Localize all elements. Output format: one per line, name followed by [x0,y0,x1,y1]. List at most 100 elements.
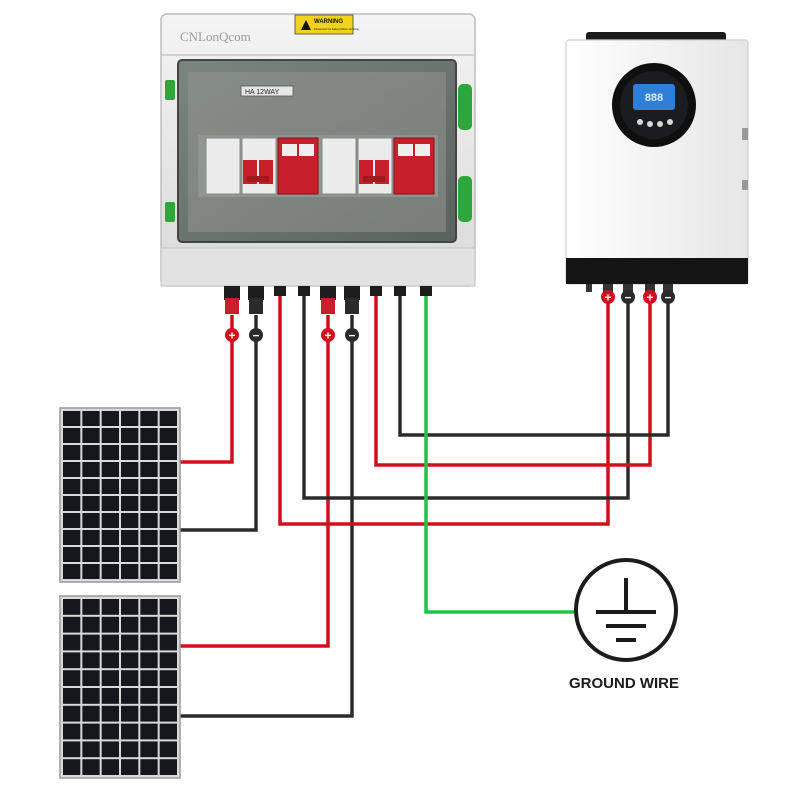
solar-cell [121,479,139,494]
solar-cell [101,616,119,633]
solar-cell [63,759,81,775]
wire-output-negative-2 [398,292,670,437]
solar-cell [101,496,119,511]
combiner-polarity-markers: + − + − [225,328,359,343]
inverter-button-3[interactable] [657,121,663,127]
solar-cell [101,723,119,740]
solar-cell [159,652,177,669]
lcd-screen [633,84,675,110]
solar-cell [121,759,139,775]
combiner-box: CNLonQcom WARNING Disconnect the battery… [160,13,476,314]
solar-cell [140,599,158,615]
solar-cell [121,599,139,615]
positive-terminal-icon: + [225,328,239,343]
solar-cell [159,688,177,704]
solar-cell [82,723,100,740]
solar-cell [140,530,158,545]
solar-cell [101,688,119,704]
solar-cell [82,513,100,528]
warning-sticker: WARNING Disconnect the battery before se… [294,14,359,35]
positive-terminal-icon: + [321,328,335,343]
negative-terminal-icon: − [621,290,635,305]
solar-cell [159,547,177,562]
solar-cell [82,599,100,615]
inverter-button-1[interactable] [637,119,643,125]
solar-cell [82,688,100,704]
wire-output-positive-1 [278,292,610,526]
solar-cell [82,705,100,722]
solar-cell [159,530,177,545]
ground-wire-label: GROUND WIRE [569,675,679,692]
solar-cell [121,723,139,740]
wire-panel1-positive [180,315,234,464]
solar-cell [82,496,100,511]
solar-cell [101,530,119,545]
solar-cell [63,547,81,562]
solar-cell [63,670,81,686]
solar-cell [121,428,139,443]
svg-text:+: + [228,329,235,343]
solar-cell [82,462,100,477]
solar-cell [63,479,81,494]
dc-breaker-2 [321,137,393,195]
solar-cell [101,445,119,460]
solar-cell [82,741,100,758]
solar-cell [159,411,177,426]
solar-cell [121,530,139,545]
solar-cell [140,688,158,704]
solar-cell [63,411,81,426]
solar-cell [101,759,119,775]
solar-cell [101,705,119,722]
svg-text:−: − [252,329,259,343]
solar-cell [140,411,158,426]
solar-cell [140,759,158,775]
solar-cell [63,599,81,615]
svg-text:−: − [348,329,355,343]
svg-text:+: + [604,291,611,305]
solar-cell [121,411,139,426]
model-label: HA 12WAY [245,89,280,96]
svg-text:−: − [624,291,631,305]
lcd-readout: 888 [645,92,663,104]
positive-terminal-icon: + [601,290,615,305]
inverter-button-4[interactable] [667,119,673,125]
latch-right-top [458,84,472,130]
solar-cell [63,741,81,758]
solar-cell [159,599,177,615]
negative-terminal-icon: − [661,290,675,305]
solar-cell [101,564,119,579]
solar-cell [159,428,177,443]
solar-cell [140,723,158,740]
solar-cell [101,634,119,651]
solar-cell [82,652,100,669]
negative-terminal-icon: − [345,328,359,343]
positive-terminal-icon: + [643,290,657,305]
solar-cell [159,759,177,775]
solar-cell [121,513,139,528]
solar-cell [140,462,158,477]
solar-cell [101,513,119,528]
solar-cell [82,759,100,775]
wire-output-positive-2 [374,292,652,467]
solar-cell [63,462,81,477]
negative-terminal-icon: − [249,328,263,343]
solar-cell [121,564,139,579]
solar-cell [101,428,119,443]
solar-cell [121,670,139,686]
solar-cell [63,445,81,460]
solar-cell [159,445,177,460]
solar-cell [159,496,177,511]
solar-cell [82,547,100,562]
solar-cell [140,741,158,758]
inverter-button-2[interactable] [647,121,653,127]
wire-ground [424,292,576,614]
solar-cell [140,616,158,633]
solar-cell [140,428,158,443]
solar-cell [101,547,119,562]
wire-panel2-positive [180,315,330,648]
solar-cell [159,462,177,477]
solar-cell [63,513,81,528]
solar-cell [121,652,139,669]
solar-cell [121,462,139,477]
hybrid-inverter: 888 [565,32,749,296]
